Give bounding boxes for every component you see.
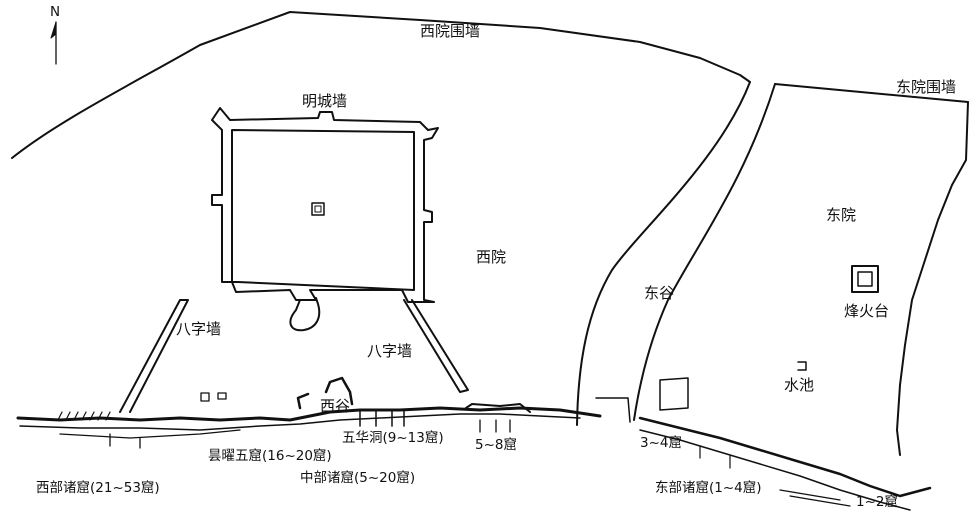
east-caves-label: 东部诸窟(1~4窟) — [655, 480, 762, 496]
middle-caves-label: 中部诸窟(5~20窟) — [300, 470, 416, 486]
north-label: N — [50, 4, 61, 20]
ming-city-wall-outer — [211, 107, 439, 303]
beacon-label: 烽火台 — [844, 302, 890, 320]
caves-5-8-label: 5~8窟 — [475, 437, 517, 453]
square-structure — [659, 377, 689, 411]
bazi-wall-right — [403, 299, 469, 393]
pool-label: 水池 — [784, 376, 815, 394]
wuhua-cave-label: 五华洞(9~13窟) — [342, 430, 444, 446]
south-gate — [289, 297, 321, 332]
bazi-wall-left-label: 八字墙 — [176, 320, 222, 338]
west-wall-label: 西院围墙 — [420, 22, 481, 40]
east-cave-line — [638, 416, 932, 498]
ming-wall-label: 明城墙 — [302, 92, 348, 110]
tanyao-caves-label: 昙曜五窟(16~20窟) — [208, 448, 332, 464]
central-tower-marker — [311, 202, 325, 216]
east-valley-right-edge — [633, 83, 776, 421]
bazi-wall-right-label: 八字墙 — [367, 342, 413, 360]
west-caves-label: 西部诸窟(21~53窟) — [36, 480, 160, 496]
caves-3-4-label: 3~4窟 — [640, 435, 682, 451]
east-court-wall — [774, 83, 969, 103]
beacon-tower-marker — [851, 265, 879, 293]
east-valley-left-edge — [576, 81, 751, 426]
small-structure-a — [200, 392, 210, 402]
small-structure-b — [217, 392, 227, 400]
pool-marker — [797, 361, 807, 371]
east-court-right-edge — [896, 101, 969, 456]
ming-city-wall-inner — [231, 129, 415, 291]
north-arrow-icon — [50, 21, 57, 65]
bazi-wall-left — [119, 299, 189, 413]
west-court-wall — [11, 11, 751, 159]
east-wall-label: 东院围墙 — [896, 78, 957, 96]
west-court-label: 西院 — [476, 248, 507, 266]
caves-1-2-label: 1~2窟 — [856, 494, 898, 510]
west-valley-label: 西谷 — [320, 397, 351, 415]
cave-cliff-line — [16, 406, 602, 422]
east-valley-label: 东谷 — [644, 284, 675, 302]
east-court-label: 东院 — [826, 206, 857, 224]
